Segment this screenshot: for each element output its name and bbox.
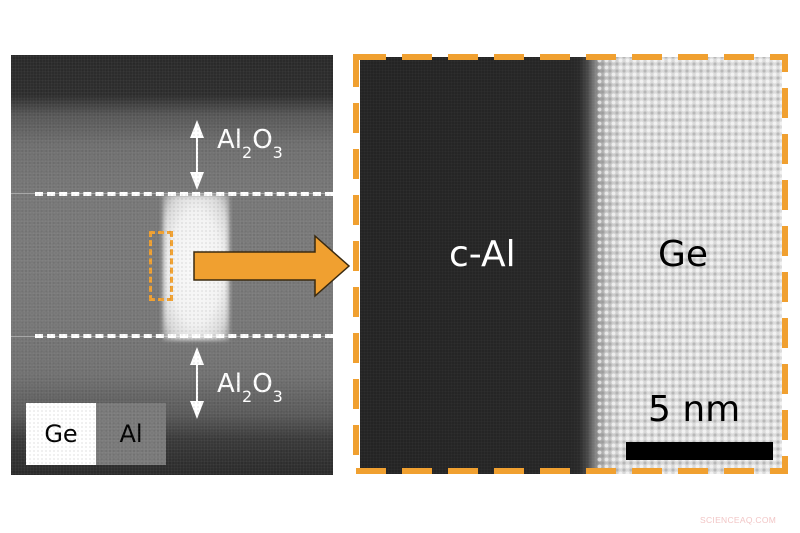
material-legend: Ge Al xyxy=(26,403,166,465)
dashed-boundary-top xyxy=(35,192,333,196)
right-arrow-icon xyxy=(193,234,351,298)
double-arrow-bottom-icon xyxy=(190,347,204,419)
c-al-region xyxy=(360,57,596,474)
double-arrow-top-icon xyxy=(190,120,204,190)
ge-lattice-region xyxy=(596,57,782,474)
zoom-region-marker xyxy=(149,231,173,301)
ge-label: Ge xyxy=(658,234,709,275)
al2o3-label-bottom: Al2O3 xyxy=(217,369,283,406)
al2o3-label-top: Al2O3 xyxy=(217,125,283,162)
legend-ge-swatch: Ge xyxy=(26,403,96,465)
watermark: SCIENCEAQ.COM xyxy=(700,515,777,525)
zoom-frame-dashed-border xyxy=(353,54,788,474)
c-al-label: c-Al xyxy=(449,234,516,275)
scale-bar xyxy=(626,442,773,460)
scale-bar-label: 5 nm xyxy=(648,389,741,430)
legend-al-swatch: Al xyxy=(96,403,166,465)
high-resolution-micrograph xyxy=(360,57,782,474)
dashed-boundary-bottom xyxy=(35,334,333,338)
